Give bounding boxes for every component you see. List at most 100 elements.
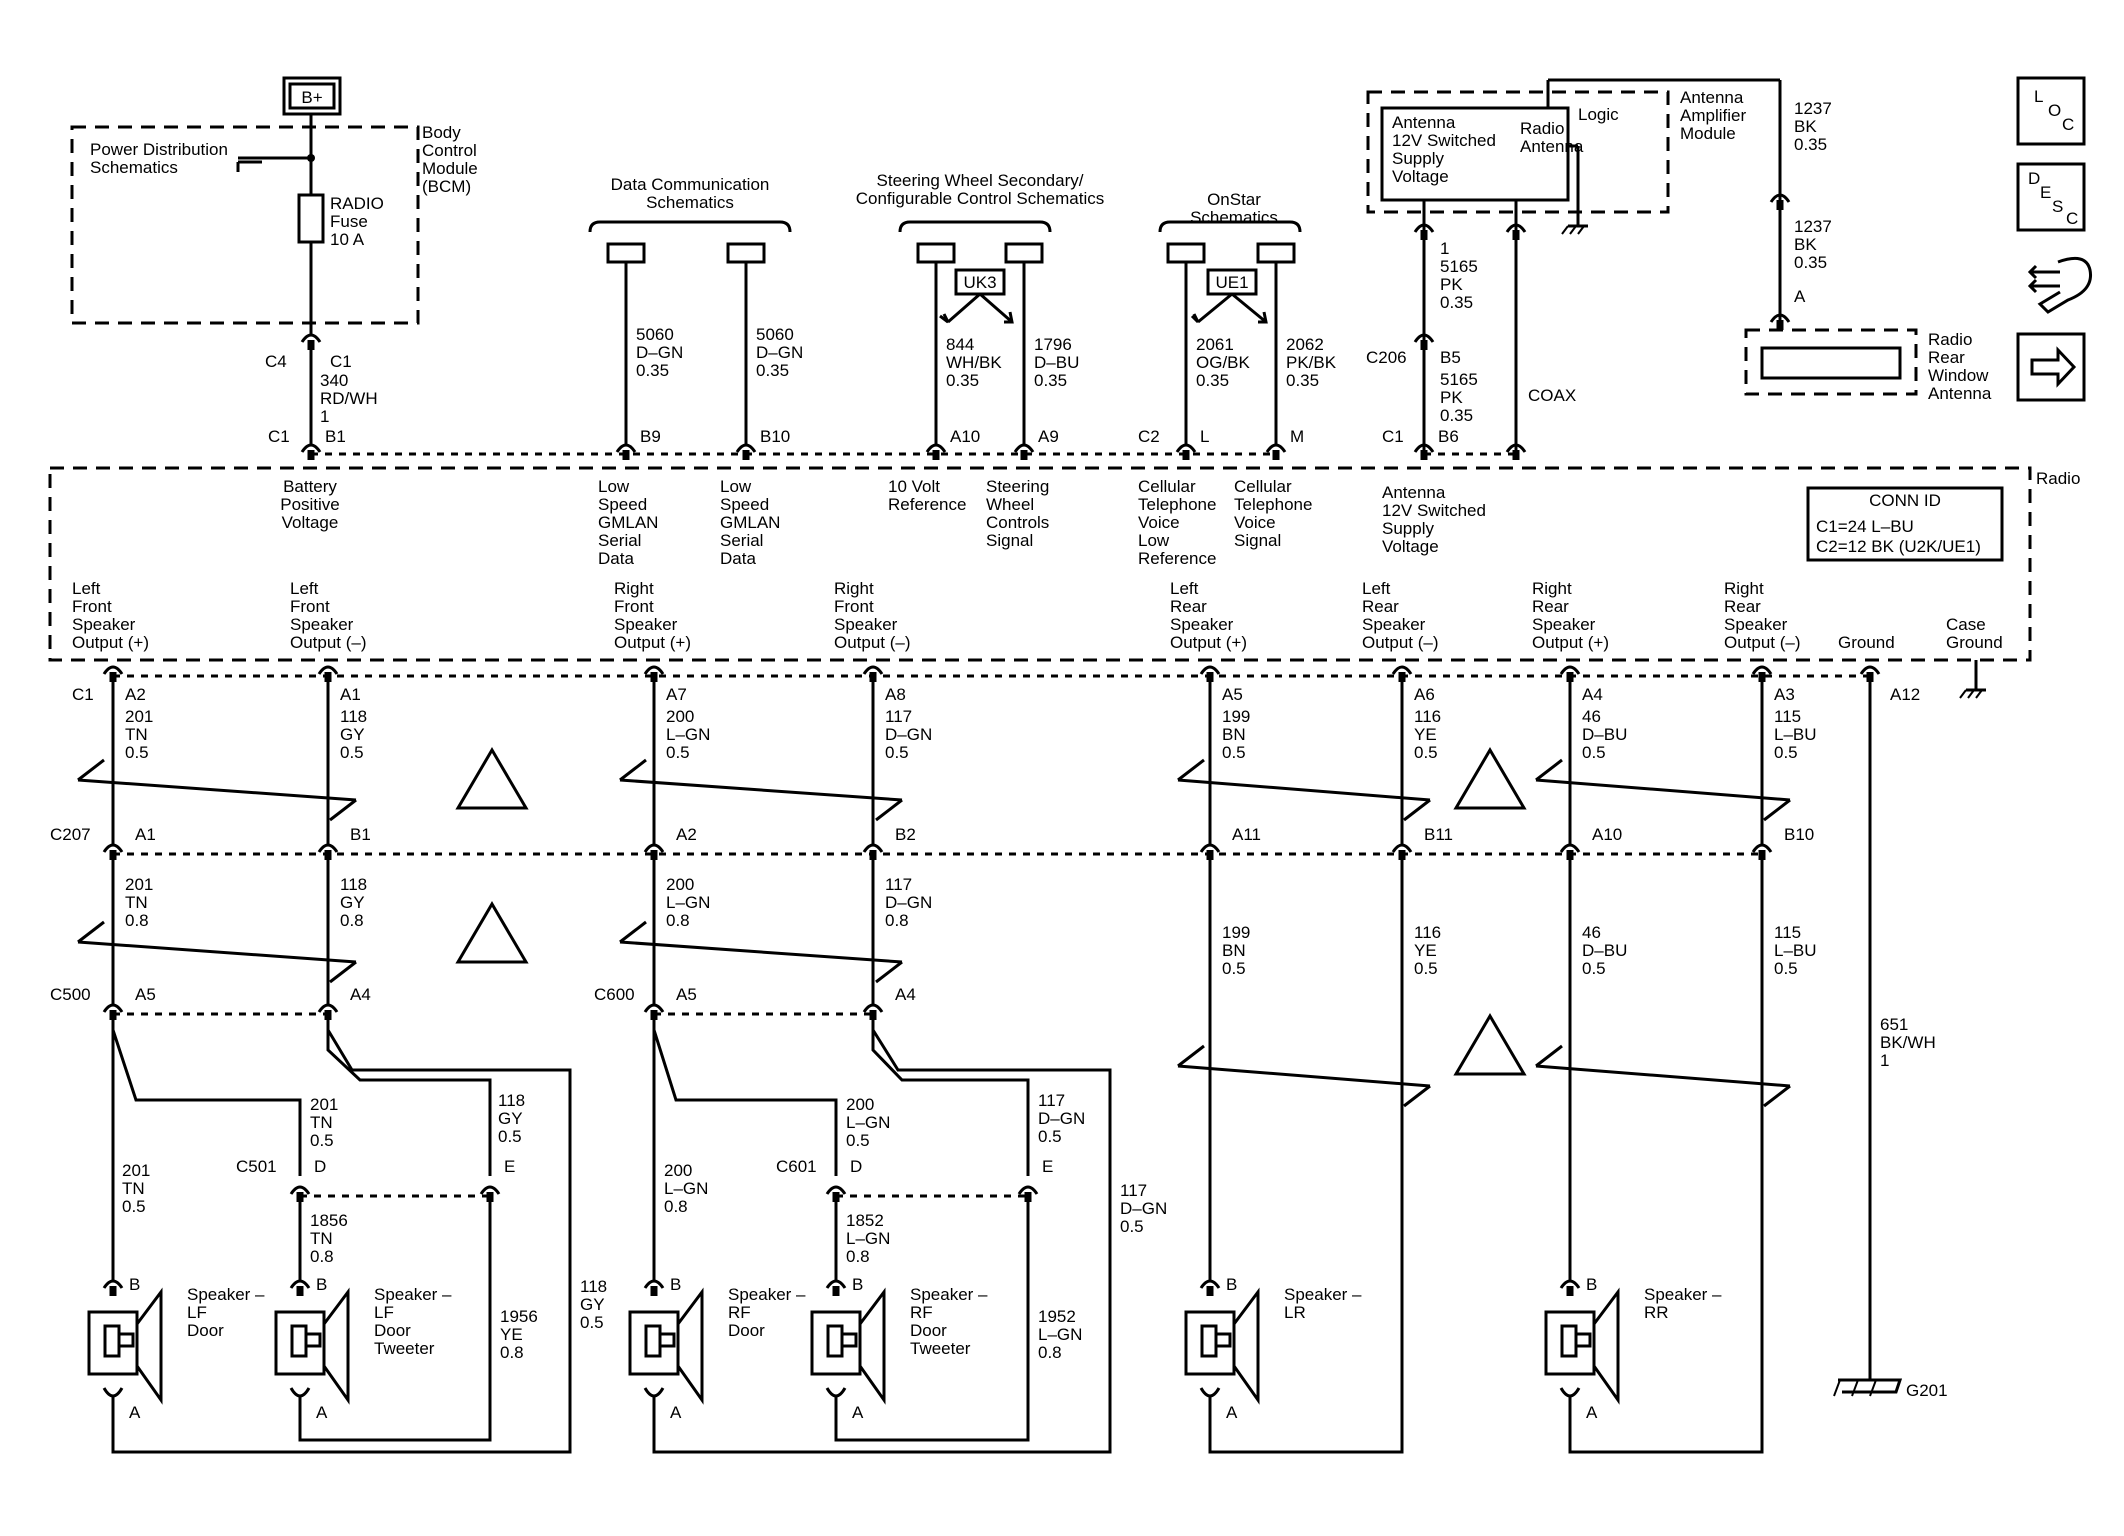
next-arrow-shape xyxy=(2030,346,2077,388)
c207-c207_b10 xyxy=(1751,843,1773,853)
speaker-rr-pin-b-pin xyxy=(1566,1286,1574,1296)
speaker-lf-tweeter-cone xyxy=(322,1287,350,1405)
gmlan-2-label: Serial xyxy=(720,531,763,550)
c501-d-pin xyxy=(296,1192,304,1202)
wire-1237-a-label: 0.35 xyxy=(1794,135,1827,154)
c207-c207_a1 xyxy=(102,843,124,853)
c1-pin-a1 xyxy=(317,665,339,675)
speaker-lf-door-pin-a-label: A xyxy=(129,1403,141,1422)
wire-w116b-label: 0.5 xyxy=(1414,959,1438,978)
ue1-box xyxy=(1206,268,1258,296)
wire-w116b-label: 116 xyxy=(1414,923,1441,942)
output-lr_pos-label: Rear xyxy=(1170,597,1207,616)
battery-plus-inner xyxy=(288,82,336,110)
radio-pin-a9 xyxy=(1013,443,1035,453)
wire-117-c-label: D–GN xyxy=(1038,1109,1085,1128)
wire-118-c-label: GY xyxy=(498,1109,523,1128)
output-lf_pos-label: Left xyxy=(72,579,101,598)
c501-e-pin xyxy=(486,1192,494,1202)
radio-pin-l-pin xyxy=(1182,450,1190,460)
c207-c207_b10-label: B10 xyxy=(1784,825,1814,844)
wire-w201a-label: 0.5 xyxy=(125,743,149,762)
output-rf_neg-label: Front xyxy=(834,597,874,616)
c601-e-label: E xyxy=(1042,1157,1053,1176)
cell-voice-signal-label: Signal xyxy=(1234,531,1281,550)
data-comm-bracket xyxy=(588,220,792,233)
c501-e-label: E xyxy=(504,1157,515,1176)
antenna-supply-label: Antenna xyxy=(1382,483,1446,502)
wire-201-d-label: 201 xyxy=(310,1095,338,1114)
twist-rf-slash-r xyxy=(875,798,903,822)
radio-pin-coax-pin xyxy=(1512,450,1520,460)
radio-fuse-label: 10 A xyxy=(330,230,365,249)
radio-pin-b10-pin xyxy=(742,450,750,460)
ground-pin-a12-pin xyxy=(1866,672,1874,682)
wire-117-d-label: 0.5 xyxy=(1120,1217,1144,1236)
c1-pin-a3-pin xyxy=(1758,672,1766,682)
wire-118-to-tweeter xyxy=(326,1030,492,1176)
loc-icon-l: L xyxy=(2034,87,2043,106)
connector-hand-shape xyxy=(2037,256,2093,314)
bcm-c4-connector-pin xyxy=(307,340,315,350)
cell-voice-low-label: Low xyxy=(1138,531,1170,550)
wire-5165-b-label: 0.35 xyxy=(1440,406,1473,425)
amp-supply-label: Supply xyxy=(1392,149,1444,168)
wire-w118a-label: 0.5 xyxy=(340,743,364,762)
case-ground-hatch xyxy=(1967,689,1975,699)
battery-positive-label: Battery xyxy=(283,477,337,496)
case-ground-label: Case xyxy=(1946,615,1986,634)
wire-2061-label: 2061 xyxy=(1196,335,1234,354)
c600_a4-label: A4 xyxy=(895,985,916,1004)
wire-w117b-label: 0.8 xyxy=(885,911,909,930)
speaker-lf-door-label: Speaker – xyxy=(187,1285,265,1304)
amp-supply-label: Antenna xyxy=(1392,113,1456,132)
twist-rr-slash-r xyxy=(1763,798,1791,822)
wire-1852-label: L–GN xyxy=(846,1229,890,1248)
uk3-label: UK3 xyxy=(963,273,996,292)
wire-w118a-label: 118 xyxy=(340,707,367,726)
speaker-lr-pin-b-pin xyxy=(1206,1286,1214,1296)
twist-rr-slash-l xyxy=(1535,758,1563,782)
connector-c206: C206 xyxy=(1366,348,1407,367)
c1-pin-a8 xyxy=(862,665,884,675)
wire-201-d-label: TN xyxy=(310,1113,333,1132)
c1-pin-a6 xyxy=(1391,665,1413,675)
wire-118-d-label: 0.5 xyxy=(580,1313,604,1332)
c500_a5-label: A5 xyxy=(135,985,156,1004)
wire-1856-label: 1856 xyxy=(310,1211,348,1230)
wire-w116a-label: YE xyxy=(1414,725,1437,744)
steering-label: Steering Wheel Secondary/ xyxy=(877,171,1084,190)
cell-voice-low-label: Telephone xyxy=(1138,495,1216,514)
radio-pin-a10-pin xyxy=(932,450,940,460)
c207-c207_a1-label: A1 xyxy=(135,825,156,844)
steering-bracket xyxy=(898,220,1052,233)
output-lr_neg-label: Output (–) xyxy=(1362,633,1439,652)
speaker-rf-door-cone-link xyxy=(660,1332,676,1348)
c1-pin-a2 xyxy=(102,665,124,675)
gmlan-1-label: Low xyxy=(598,477,630,496)
wire-1956-label: 1956 xyxy=(500,1307,538,1326)
c500-label: C500 xyxy=(50,985,91,1004)
warning-icon-4-mark xyxy=(1483,1038,1497,1062)
warning-icon-4 xyxy=(1453,1013,1527,1076)
twist-lf-slash-l xyxy=(77,758,105,782)
steering-label: Configurable Control Schematics xyxy=(856,189,1105,208)
amp-pin1-connector-pin xyxy=(1420,230,1428,240)
c207-c207_a1-pin xyxy=(109,850,117,860)
conn-c500_a5 xyxy=(102,1003,124,1013)
steering-controls-label: Signal xyxy=(986,531,1033,550)
wire-1952-label: 1952 xyxy=(1038,1307,1076,1326)
wire-w115a-label: 115 xyxy=(1774,707,1801,726)
wire-5060-a-label: 0.35 xyxy=(636,361,669,380)
antenna-amp-inner xyxy=(1380,106,1570,202)
c206-connector xyxy=(1413,333,1435,343)
uk3-box xyxy=(954,268,1006,296)
radio-pin-a9-pin xyxy=(1020,450,1028,460)
loc-icon-c: C xyxy=(2062,115,2074,134)
radio-pin-m xyxy=(1265,443,1287,453)
c207-c207_b2-label: B2 xyxy=(895,825,916,844)
wire-117-to-tweeter xyxy=(871,1030,1030,1176)
output-lf_pos-label: Speaker xyxy=(72,615,136,634)
wire-w46b-label: 0.5 xyxy=(1582,959,1606,978)
c1-pin-a1-label: A1 xyxy=(340,685,361,704)
